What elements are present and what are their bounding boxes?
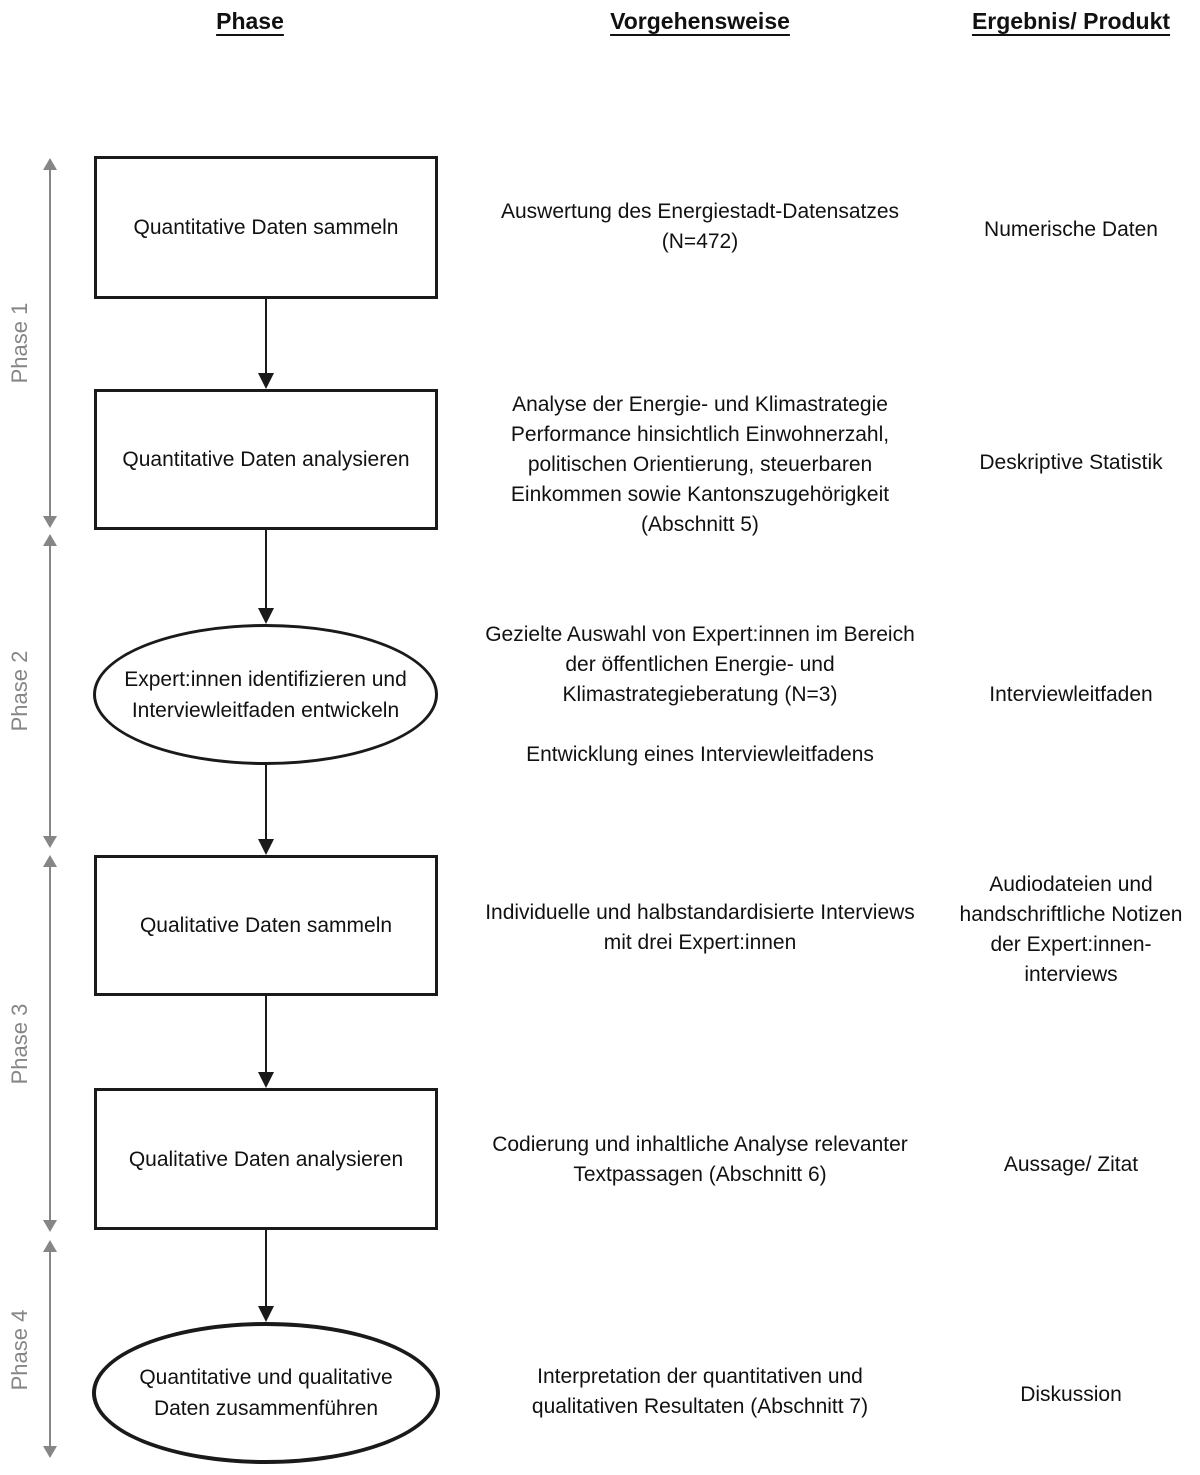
connector-arrow-2: [258, 530, 274, 624]
connector-arrow-1: [258, 299, 274, 389]
phase-label-3: Phase 3: [7, 1003, 32, 1085]
column-header-result: Ergebnis/ Produkt: [971, 8, 1171, 34]
method-step-text-2: Analyse der Energie- und Klimastrategie …: [510, 393, 890, 536]
flow-node-label: Quantitative Daten analysieren: [122, 448, 410, 471]
column-header-method: Vorgehensweise: [610, 8, 790, 34]
flow-node-label: Expert:innen identifizieren und Intervie…: [124, 667, 407, 722]
result-text-3: Interviewleitfaden: [989, 683, 1153, 706]
flow-node-label: Quantitative Daten sammeln: [133, 216, 399, 239]
connector-arrow-3: [258, 765, 274, 855]
flow-node-qualitative-sammeln: Qualitative Daten sammeln: [94, 855, 438, 996]
flow-node-label: Quantitative und qualitative Daten zusam…: [139, 1366, 393, 1420]
result-text-4: Audiodateien und handschriftliche Notize…: [959, 873, 1183, 986]
result-text-2: Deskriptive Statistik: [979, 451, 1163, 474]
connector-arrow-5: [258, 1230, 274, 1322]
phase-span-arrow-4: [43, 1240, 57, 1458]
method-step-text-3: Gezielte Auswahl von Expert:innen im Ber…: [485, 623, 915, 766]
flow-node-quantitative-sammeln: Quantitative Daten sammeln: [94, 156, 438, 299]
flow-node-qualitative-analysieren: Qualitative Daten analysieren: [94, 1088, 438, 1230]
column-header-phase: Phase: [216, 8, 284, 34]
method-step-text-1: Auswertung des Energiestadt-Datensatzes …: [500, 200, 900, 253]
phase-span-arrow-2: [43, 534, 57, 848]
phase-label-4: Phase 4: [7, 1309, 32, 1391]
flow-node-label: Qualitative Daten analysieren: [128, 1147, 404, 1171]
phase-span-arrow-1: [43, 158, 57, 528]
phase-label-2: Phase 2: [7, 650, 32, 732]
flow-node-label: Qualitative Daten sammeln: [139, 914, 393, 937]
method-step-text-5: Codierung und inhaltliche Analyse releva…: [492, 1133, 908, 1186]
phase-span-arrow-3: [43, 855, 57, 1232]
method-step-text-4: Individuelle und halbstandardisierte Int…: [485, 901, 915, 954]
connector-arrow-4: [258, 996, 274, 1088]
result-text-6: Diskussion: [1020, 1383, 1122, 1406]
phase-label-1: Phase 1: [7, 302, 32, 384]
flow-node-quantitative-analysieren: Quantitative Daten analysieren: [94, 389, 438, 530]
method-step-text-6: Interpretation der quantitativen und qua…: [531, 1365, 869, 1418]
flow-node-experten-identifizieren: Expert:innen identifizieren und Intervie…: [93, 624, 438, 765]
result-text-1: Numerische Daten: [984, 218, 1158, 241]
result-text-5: Aussage/ Zitat: [1003, 1153, 1139, 1176]
flow-node-daten-zusammenfuehren: Quantitative und qualitative Daten zusam…: [92, 1322, 440, 1464]
